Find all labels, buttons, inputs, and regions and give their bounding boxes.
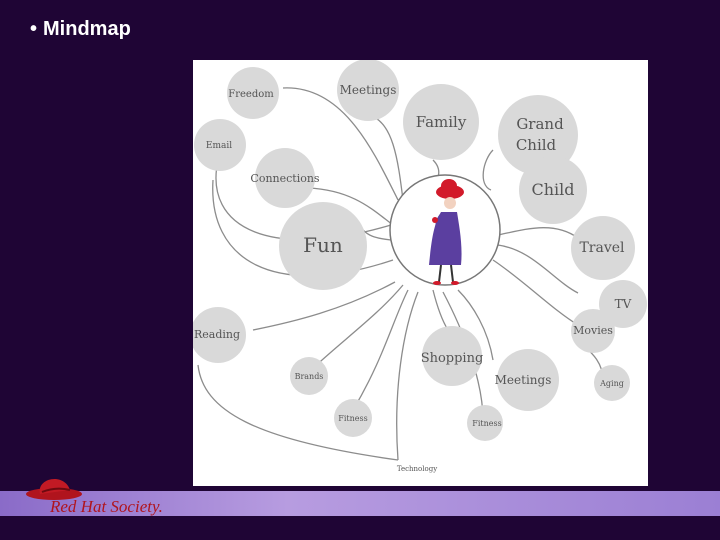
- label-grand: Grand: [516, 115, 564, 133]
- red-hat-society-logo: [26, 478, 82, 500]
- label-tv: TV: [615, 297, 632, 311]
- logo-text: Red Hat Society.: [50, 497, 163, 516]
- bubble-freedom: [227, 67, 279, 119]
- bubble-fitness-left: [334, 399, 372, 437]
- label-reading: Reading: [194, 328, 240, 341]
- label-travel: Travel: [579, 240, 625, 256]
- bubble-reading: [193, 307, 246, 363]
- footer-band: [0, 491, 720, 516]
- bubble-child: [519, 156, 587, 224]
- label-shopping: Shopping: [421, 351, 484, 366]
- bubble-connections: [255, 148, 315, 208]
- bubble-shopping: [422, 326, 482, 386]
- red-hat-lady-icon: [429, 179, 464, 285]
- bubble-family: [403, 84, 479, 160]
- label-fun: Fun: [303, 233, 343, 257]
- label-fitness-left: Fitness: [338, 414, 367, 423]
- label-family: Family: [416, 113, 467, 131]
- label-meetings-bottom: Meetings: [495, 373, 552, 387]
- bubble-grand-child: [498, 95, 578, 175]
- center-node: [389, 174, 501, 286]
- bubble-email: [194, 119, 246, 171]
- label-aging: Aging: [599, 379, 624, 388]
- label-meetings-top: Meetings: [340, 83, 397, 97]
- mindmap-image: Freedom Meetings Family Grand Child Emai…: [193, 60, 648, 486]
- title-text: Mindmap: [43, 18, 131, 40]
- bubbles: [193, 60, 647, 441]
- title-bullet: •: [30, 18, 38, 40]
- mindmap-diagram: Freedom Meetings Family Grand Child Emai…: [193, 60, 647, 473]
- label-brands: Brands: [295, 372, 324, 381]
- bubble-fitness-right: [467, 405, 503, 441]
- label-child: Child: [531, 180, 574, 199]
- label-movies: Movies: [573, 324, 613, 337]
- label-email: Email: [206, 141, 232, 151]
- label-fitness-right: Fitness: [472, 419, 501, 428]
- bubble-aging: [594, 365, 630, 401]
- label-freedom: Freedom: [228, 89, 274, 100]
- bubble-meetings-bottom: [497, 349, 559, 411]
- bubble-travel: [571, 216, 635, 280]
- bubble-tv: [599, 280, 647, 328]
- slide-title: •Mindmap: [30, 18, 131, 41]
- bubble-movies: [571, 309, 615, 353]
- label-grand-child-line2: Child: [516, 136, 557, 154]
- label-technology: Technology: [397, 465, 437, 473]
- label-connections: Connections: [250, 172, 320, 185]
- bubble-fun: [279, 202, 367, 290]
- red-hat-icon: [26, 478, 82, 500]
- bubble-brands: [290, 357, 328, 395]
- bubble-meetings-top: [337, 60, 399, 121]
